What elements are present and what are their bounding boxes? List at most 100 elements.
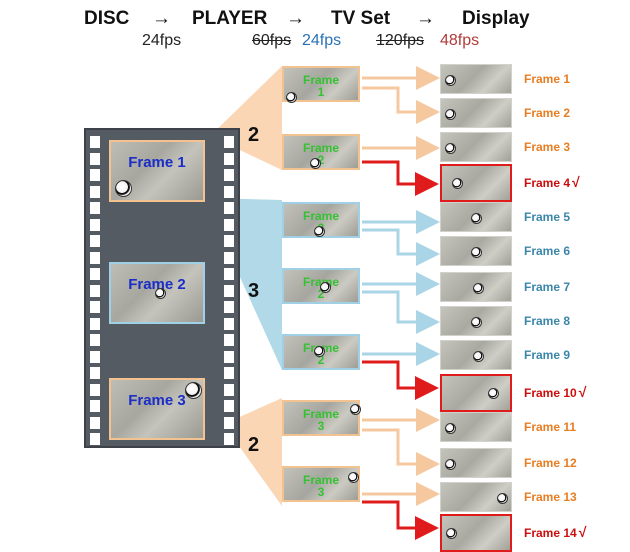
disc-fps: 24fps bbox=[142, 32, 182, 49]
fan-wedge-orange-top bbox=[206, 66, 282, 170]
soccer-ball-icon bbox=[314, 346, 325, 357]
player-frame: Frame 1 bbox=[282, 66, 360, 103]
sprocket-hole bbox=[224, 400, 234, 412]
sprocket-hole bbox=[90, 169, 100, 181]
display-frame-label: Frame 10√ bbox=[524, 384, 586, 400]
display-frame-label-text: Frame 3 bbox=[524, 140, 571, 154]
sprocket-hole bbox=[90, 400, 100, 412]
sprocket-hole bbox=[90, 350, 100, 363]
display-frame-label-text: Frame 7 bbox=[524, 280, 571, 294]
player-frame: Frame 3 bbox=[282, 466, 360, 502]
soccer-ball-icon bbox=[445, 75, 456, 86]
display-frame-label-text: Frame 5 bbox=[524, 210, 571, 224]
sprocket-hole bbox=[224, 202, 234, 214]
arrow-icon: → bbox=[416, 8, 435, 29]
tv-fps-old: 120fps bbox=[376, 32, 425, 49]
sprocket-hole bbox=[224, 251, 234, 264]
sprocket-hole bbox=[224, 433, 234, 445]
player-frame-label: Frame 3 bbox=[302, 407, 340, 433]
check-mark-icon: √ bbox=[572, 174, 580, 190]
display-frame-label: Frame 3 bbox=[524, 140, 570, 154]
film-frame-3: Frame 3 bbox=[109, 378, 205, 440]
soccer-ball-icon bbox=[155, 288, 166, 299]
film-frame-1: Frame 1 bbox=[109, 140, 205, 202]
display-frame-label-text: Frame 4 bbox=[524, 176, 571, 190]
sprocket-hole bbox=[90, 235, 100, 247]
display-frame bbox=[440, 132, 512, 162]
display-frame bbox=[440, 448, 512, 478]
display-frame-label-text: Frame 8 bbox=[524, 314, 571, 328]
display-frame-label-text: Frame 12 bbox=[524, 456, 577, 470]
player-fps-new: 24fps bbox=[302, 32, 342, 49]
soccer-ball-icon bbox=[286, 92, 297, 103]
arrow-icon: → bbox=[152, 8, 171, 29]
player-frame: Frame 2 bbox=[282, 268, 360, 304]
film-frame-2-label: Frame 2 bbox=[128, 276, 186, 293]
sprocket-hole bbox=[90, 367, 100, 379]
display-frame bbox=[440, 98, 512, 128]
stage-display: Display bbox=[462, 8, 530, 29]
sprocket-hole bbox=[90, 383, 100, 396]
player-frame: Frame 2 bbox=[282, 202, 360, 238]
pulldown-count-3: 2 bbox=[248, 434, 260, 456]
sprocket-hole bbox=[224, 301, 234, 313]
sprocket-hole bbox=[90, 185, 100, 198]
display-frame bbox=[440, 164, 512, 202]
sprocket-hole bbox=[90, 317, 100, 330]
sprocket-hole bbox=[90, 334, 100, 346]
stage-disc: DISC bbox=[84, 8, 130, 29]
sprocket-hole bbox=[90, 202, 100, 214]
sprocket-hole bbox=[90, 433, 100, 445]
display-frame-label-text: Frame 6 bbox=[524, 244, 571, 258]
display-frame bbox=[440, 202, 512, 232]
film-strip: Frame 1 Frame 2 Frame 3 bbox=[84, 128, 240, 448]
display-frame-label-text: Frame 2 bbox=[524, 106, 571, 120]
display-frame bbox=[440, 412, 512, 442]
sprocket-hole bbox=[224, 185, 234, 198]
soccer-ball-icon bbox=[115, 180, 132, 197]
player-frame: Frame 2 bbox=[282, 134, 360, 170]
sprocket-hole bbox=[224, 235, 234, 247]
display-frame-label-text: Frame 11 bbox=[524, 420, 577, 434]
player-frame: Frame 3 bbox=[282, 400, 361, 436]
soccer-ball-icon bbox=[314, 226, 325, 237]
pulldown-count-2: 3 bbox=[248, 280, 260, 302]
display-frame bbox=[440, 272, 512, 302]
film-frame-1-label: Frame 1 bbox=[128, 154, 186, 171]
player-frame-label: Frame 1 bbox=[302, 73, 340, 99]
sprocket-hole bbox=[224, 383, 234, 396]
stage-player: PLAYER bbox=[192, 8, 268, 29]
display-frame bbox=[440, 64, 512, 94]
connectors-selected bbox=[362, 160, 439, 540]
sprocket-hole bbox=[224, 218, 234, 231]
display-frame-label: Frame 7 bbox=[524, 280, 570, 294]
display-frame-label: Frame 2 bbox=[524, 106, 570, 120]
soccer-ball-icon bbox=[348, 472, 359, 483]
sprocket-hole bbox=[224, 268, 234, 280]
soccer-ball-icon bbox=[471, 247, 482, 258]
sprocket-hole bbox=[90, 152, 100, 165]
pulldown-count-1: 2 bbox=[248, 124, 260, 146]
sprocket-hole bbox=[224, 367, 234, 379]
soccer-ball-icon bbox=[445, 109, 456, 120]
display-frame bbox=[440, 374, 512, 412]
sprocket-hole bbox=[90, 268, 100, 280]
player-frame: Frame 2 bbox=[282, 334, 360, 370]
sprocket-hole bbox=[224, 317, 234, 330]
arrow-icon: → bbox=[286, 8, 305, 29]
sprocket-hole bbox=[90, 284, 100, 297]
connectors-group-1 bbox=[362, 66, 440, 160]
sprocket-hole bbox=[224, 152, 234, 165]
film-frame-3-label: Frame 3 bbox=[128, 392, 186, 409]
sprocket-hole bbox=[90, 251, 100, 264]
tv-fps-new: 48fps bbox=[440, 32, 480, 49]
soccer-ball-icon bbox=[350, 404, 361, 415]
display-frame-label: Frame 11 bbox=[524, 420, 576, 434]
soccer-ball-icon bbox=[497, 493, 508, 504]
film-frame-2: Frame 2 bbox=[109, 262, 205, 324]
display-frame-label: Frame 1 bbox=[524, 72, 570, 86]
sprocket-hole bbox=[224, 416, 234, 429]
display-frame-label-text: Frame 14 bbox=[524, 526, 577, 540]
display-frame-label: Frame 12 bbox=[524, 456, 577, 470]
display-frame-label: Frame 5 bbox=[524, 210, 570, 224]
